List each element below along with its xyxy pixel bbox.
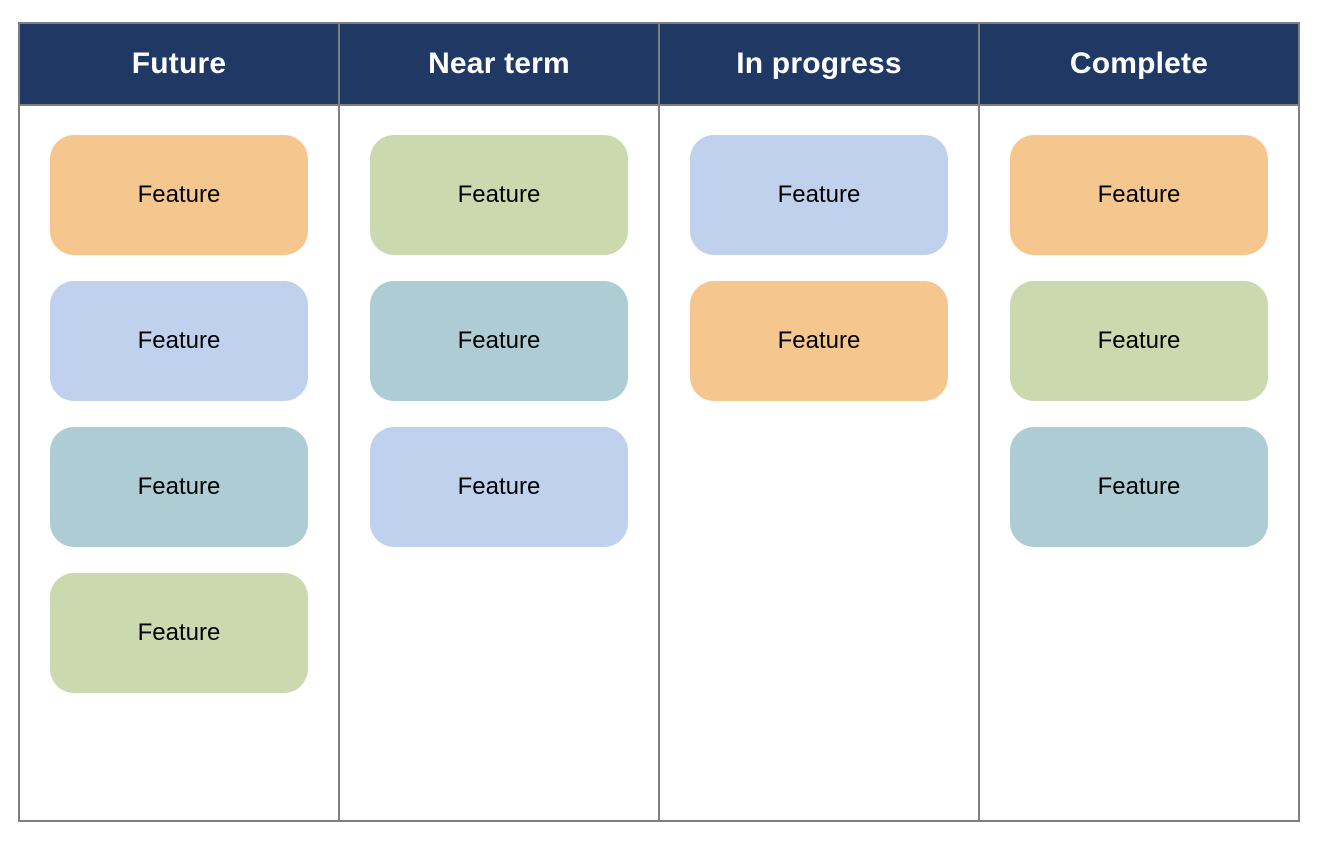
card-complete-3[interactable]: Feature [1010, 427, 1268, 547]
card-near-term-1[interactable]: Feature [370, 135, 628, 255]
card-complete-2[interactable]: Feature [1010, 281, 1268, 401]
card-in-progress-2[interactable]: Feature [690, 281, 948, 401]
card-future-2[interactable]: Feature [50, 281, 308, 401]
card-complete-1[interactable]: Feature [1010, 135, 1268, 255]
column-header-in-progress: In progress [660, 24, 978, 106]
column-header-future: Future [20, 24, 338, 106]
card-in-progress-1[interactable]: Feature [690, 135, 948, 255]
card-near-term-3[interactable]: Feature [370, 427, 628, 547]
card-near-term-2[interactable]: Feature [370, 281, 628, 401]
card-future-3[interactable]: Feature [50, 427, 308, 547]
card-future-4[interactable]: Feature [50, 573, 308, 693]
column-header-complete: Complete [980, 24, 1298, 106]
column-header-near-term: Near term [340, 24, 658, 106]
card-future-1[interactable]: Feature [50, 135, 308, 255]
